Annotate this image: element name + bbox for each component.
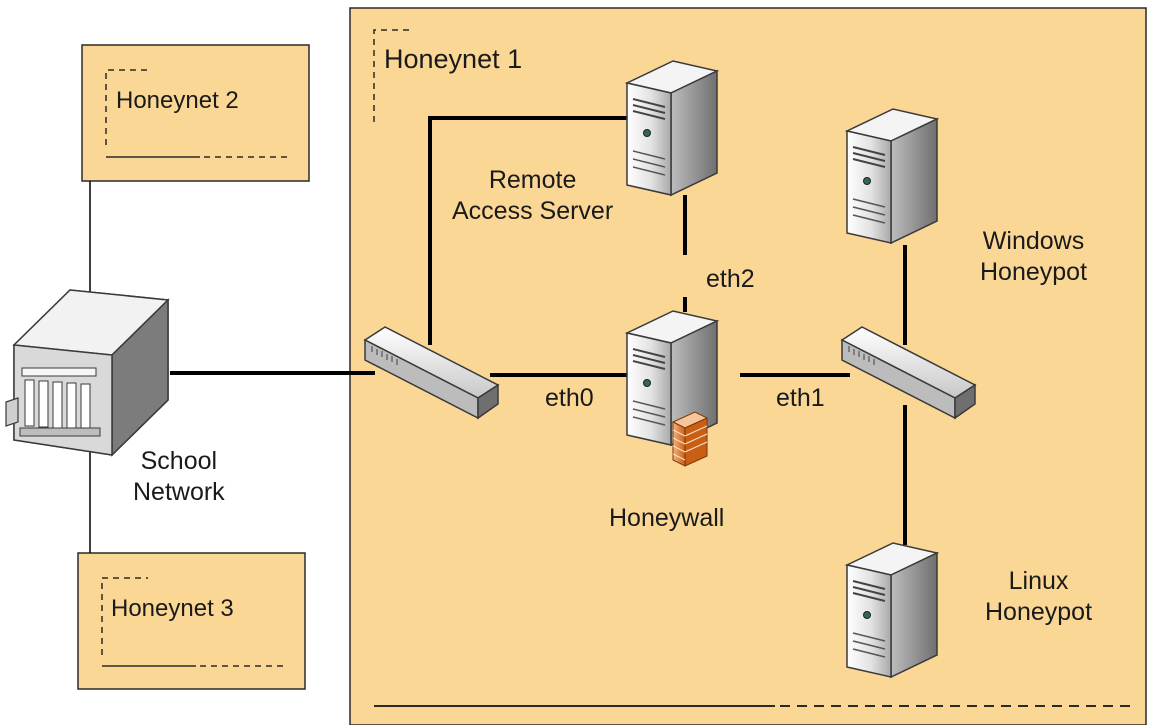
link-switch1-remote-access bbox=[428, 116, 628, 345]
honeynet2-title: Honeynet 2 bbox=[116, 87, 239, 114]
remote-access-line1: Remote bbox=[488, 166, 577, 194]
server-icon-windows-honeypot bbox=[844, 108, 940, 245]
linux-honeypot-label: Linux Honeypot bbox=[985, 566, 1092, 628]
school-network-line2: Network bbox=[133, 478, 225, 506]
school-network-label: School Network bbox=[133, 446, 225, 508]
honeynet1-title-bracket bbox=[373, 29, 412, 122]
building-icon bbox=[5, 289, 170, 457]
eth2-label: eth2 bbox=[706, 265, 755, 293]
server-icon-remote-access bbox=[624, 60, 720, 197]
honeynet3-bracket bbox=[101, 577, 148, 655]
school-network-line1: School bbox=[140, 447, 218, 475]
windows-honeypot-line1: Windows bbox=[982, 227, 1085, 255]
honeynet2-bracket bbox=[105, 69, 152, 145]
connections bbox=[89, 116, 907, 553]
windows-honeypot-line2: Honeypot bbox=[980, 258, 1088, 286]
remote-access-line2: Access Server bbox=[452, 197, 614, 225]
linux-honeypot-line1: Linux bbox=[1008, 567, 1069, 595]
firewall-icon bbox=[671, 411, 709, 467]
honeynet2-box bbox=[81, 44, 310, 182]
server-icon-linux-honeypot bbox=[844, 542, 940, 679]
server-icon-honeywall bbox=[624, 310, 720, 447]
switch-right bbox=[840, 326, 977, 420]
remote-access-server-label: Remote Access Server bbox=[452, 165, 613, 227]
honeynet1-box bbox=[349, 7, 1147, 725]
linux-honeypot-line2: Honeypot bbox=[985, 598, 1093, 626]
honeywall-label: Honeywall bbox=[609, 504, 725, 532]
honeynet3-title: Honeynet 3 bbox=[111, 595, 234, 622]
eth0-label: eth0 bbox=[545, 384, 594, 412]
switch-left bbox=[363, 326, 500, 420]
honeynet1-title: Honeynet 1 bbox=[384, 44, 523, 74]
eth1-label: eth1 bbox=[776, 384, 825, 412]
windows-honeypot-label: Windows Honeypot bbox=[980, 226, 1087, 288]
